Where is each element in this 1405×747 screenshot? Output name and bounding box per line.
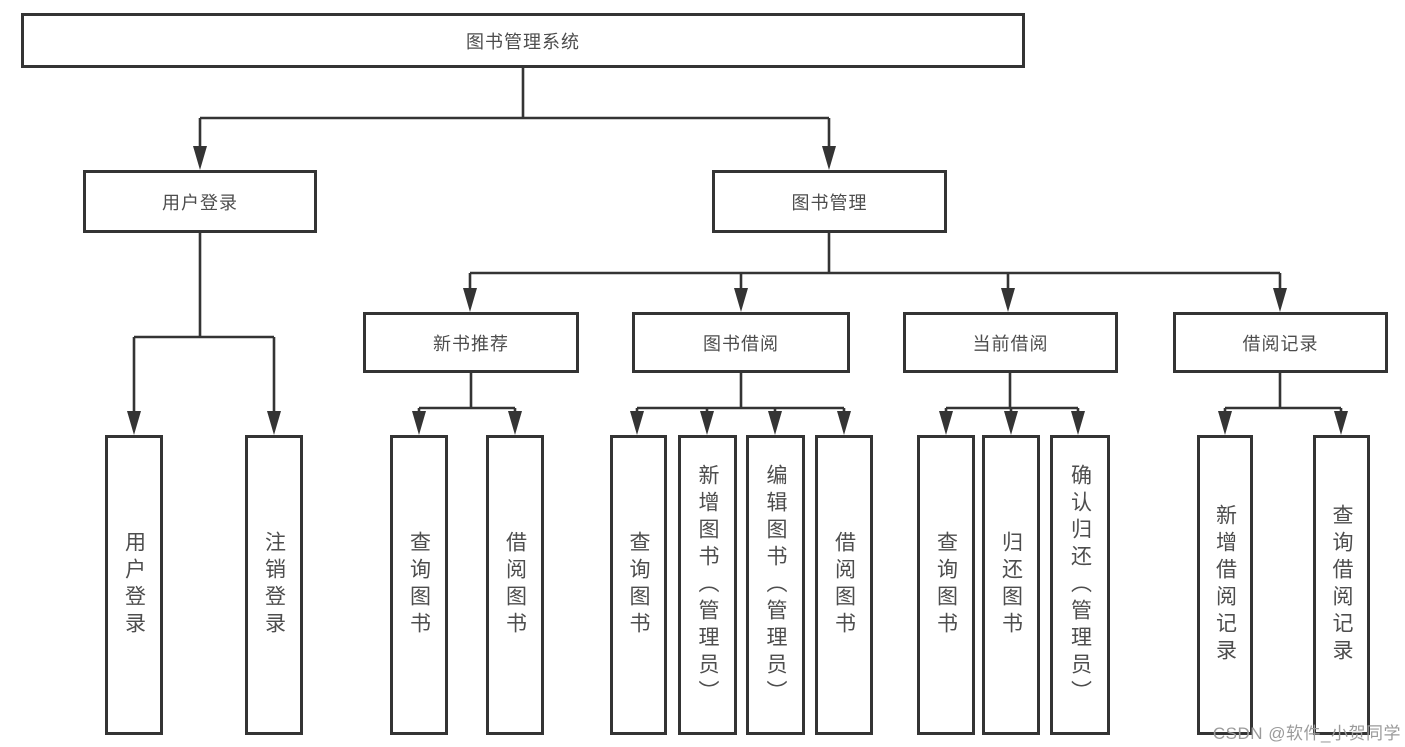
leaf-query-book-2-label: 查询图书	[627, 531, 651, 639]
leaf-logout-login-label: 注销登录	[262, 531, 286, 639]
leaf-query-book-1-label: 查询图书	[407, 531, 431, 639]
leaf-edit-book-admin-label: 编辑图书（管理员）	[764, 463, 788, 707]
node-current-borrow: 当前借阅	[903, 312, 1118, 373]
leaf-borrow-book-2-label: 借阅图书	[832, 531, 856, 639]
arrowheads	[127, 146, 1348, 435]
node-book-borrow: 图书借阅	[632, 312, 850, 373]
leaf-edit-book-admin: 编辑图书（管理员）	[746, 435, 805, 735]
leaf-query-book-1: 查询图书	[390, 435, 448, 735]
leaf-return-book: 归还图书	[982, 435, 1040, 735]
leaf-query-book-2: 查询图书	[610, 435, 667, 735]
leaf-query-book-3-label: 查询图书	[934, 531, 958, 639]
leaf-add-book-admin-label: 新增图书（管理员）	[696, 463, 720, 707]
node-root-label: 图书管理系统	[466, 31, 580, 52]
node-new-book-recommend-label: 新书推荐	[433, 333, 509, 354]
node-current-borrow-label: 当前借阅	[972, 333, 1049, 354]
leaf-query-book-3: 查询图书	[917, 435, 975, 735]
node-new-book-recommend: 新书推荐	[363, 312, 579, 373]
node-book-borrow-label: 图书借阅	[703, 333, 779, 354]
node-user-login: 用户登录	[83, 170, 317, 233]
node-root: 图书管理系统	[21, 13, 1025, 68]
node-user-login-label: 用户登录	[162, 192, 238, 213]
node-borrow-record: 借阅记录	[1173, 312, 1388, 373]
leaf-user-login-label: 用户登录	[122, 531, 146, 639]
csdn-watermark: CSDN @软件_小贺同学	[1212, 724, 1401, 743]
leaf-confirm-return-admin-label: 确认归还（管理员）	[1068, 463, 1092, 707]
leaf-add-borrow-record-label: 新增借阅记录	[1213, 504, 1237, 666]
leaf-add-borrow-record: 新增借阅记录	[1197, 435, 1253, 735]
leaf-query-borrow-record-label: 查询借阅记录	[1330, 504, 1354, 666]
node-book-management-label: 图书管理	[791, 192, 868, 213]
leaf-borrow-book-2: 借阅图书	[815, 435, 873, 735]
leaf-confirm-return-admin: 确认归还（管理员）	[1050, 435, 1110, 735]
leaf-logout-login: 注销登录	[245, 435, 303, 735]
leaf-add-book-admin: 新增图书（管理员）	[678, 435, 737, 735]
leaf-query-borrow-record: 查询借阅记录	[1313, 435, 1370, 735]
node-book-management: 图书管理	[712, 170, 947, 233]
leaf-return-book-label: 归还图书	[999, 531, 1023, 639]
leaf-user-login: 用户登录	[105, 435, 163, 735]
leaf-borrow-book-1-label: 借阅图书	[503, 531, 527, 639]
node-borrow-record-label: 借阅记录	[1242, 333, 1319, 354]
leaf-borrow-book-1: 借阅图书	[486, 435, 544, 735]
